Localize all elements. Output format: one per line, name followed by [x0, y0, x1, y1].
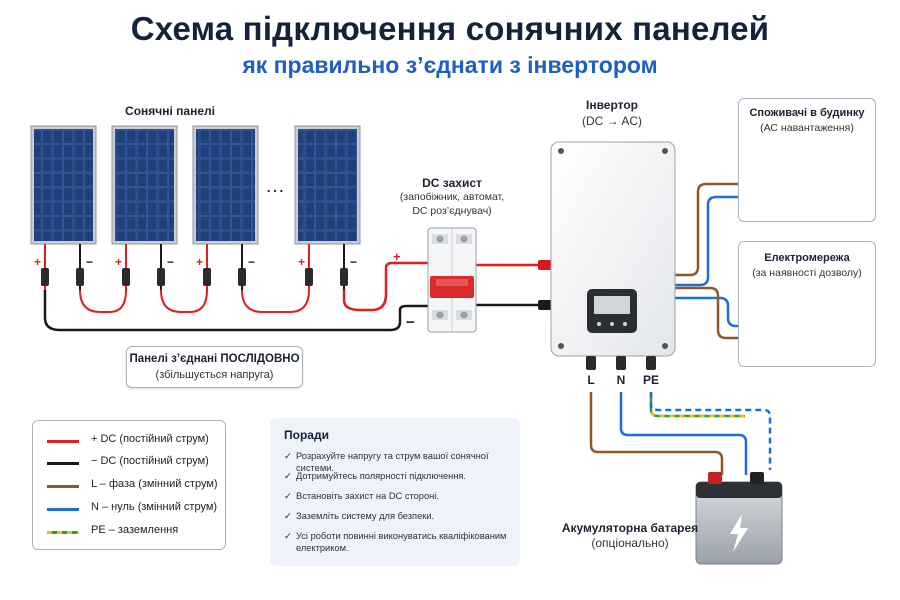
- dc-protection-line2: DC роз’єднувач): [412, 205, 492, 217]
- panel-1-minus: −: [86, 255, 93, 269]
- tip-item: ✓Встановіть захист на DC стороні.: [284, 491, 439, 501]
- legend-label: PE – заземлення: [91, 524, 179, 536]
- solar-panel-2: [111, 125, 178, 245]
- legend-item: N – нуль (змінний струм): [47, 501, 222, 517]
- tips-box: Поради ✓Розрахуйте напругу та струм вашо…: [270, 418, 520, 566]
- panel-4-minus: −: [350, 255, 357, 269]
- solar-panel-3: [192, 125, 259, 245]
- tip-item: ✓Дотримуйтесь полярності підключення.: [284, 471, 467, 481]
- legend-swatch: [47, 485, 79, 488]
- solar-panel-1: [30, 125, 97, 245]
- check-icon: ✓: [284, 531, 292, 541]
- tip-item: ✓Заземліть систему для безпеки.: [284, 511, 435, 521]
- legend-item: − DC (постійний струм): [47, 455, 222, 471]
- dc-input-connectors: [538, 260, 552, 310]
- consumers-title: Споживачі в будинку: [749, 107, 865, 119]
- more-panels-ellipsis: …: [265, 175, 285, 197]
- tips-title: Поради: [284, 428, 329, 442]
- grid-box: Електромережа (за наявності дозволу): [738, 241, 876, 367]
- series-note-line1: Панелі з’єднані ПОСЛІДОВНО: [129, 353, 300, 365]
- legend-swatch: [47, 508, 79, 511]
- inverter: [550, 141, 676, 370]
- dc-protection-title: DC захист: [422, 176, 482, 190]
- terminal-pe: PE: [642, 373, 659, 387]
- legend-label: L – фаза (змінний струм): [91, 478, 218, 490]
- terminal-n: N: [616, 373, 626, 387]
- legend-item: PE – заземлення: [47, 524, 222, 540]
- grid-subtitle: (за наявності дозволу): [752, 267, 862, 279]
- panel-2-minus: −: [167, 255, 174, 269]
- lightning-icon: [730, 514, 748, 552]
- battery: [695, 472, 783, 565]
- check-icon: ✓: [284, 471, 292, 481]
- legend-item: L – фаза (змінний струм): [47, 478, 222, 494]
- inverter-title: Інвертор: [585, 98, 639, 112]
- panels-label: Сонячні панелі: [125, 104, 215, 118]
- consumers-box: Споживачі в будинку (АС навантаження): [738, 98, 876, 222]
- legend-item: + DC (постійний струм): [47, 433, 222, 449]
- legend-label: N – нуль (змінний струм): [91, 501, 218, 513]
- legend-label: − DC (постійний струм): [91, 455, 209, 467]
- battery-subtitle: (опціонально): [591, 536, 669, 550]
- terminal-l: L: [587, 373, 595, 387]
- inverter-subtitle: (DC → AC): [582, 114, 642, 128]
- dc-breaker: [427, 227, 477, 333]
- legend-label: + DC (постійний струм): [91, 433, 209, 445]
- series-note-box: Панелі з’єднані ПОСЛІДОВНО (збільшується…: [126, 346, 303, 388]
- page-title: Схема підключення сонячних панелей: [130, 10, 770, 47]
- panel-3-plus: +: [196, 255, 203, 269]
- panel-1-plus: +: [34, 255, 41, 269]
- tip-item: ✓Усі роботи повинні виконуватись кваліфі…: [284, 531, 507, 553]
- panel-3-minus: −: [248, 255, 255, 269]
- legend-swatch: [47, 462, 79, 465]
- check-icon: ✓: [284, 451, 292, 461]
- tip-item: ✓Розрахуйте напругу та струм вашої соняч…: [284, 451, 489, 473]
- solar-panel-4: [294, 125, 361, 245]
- panel-4-plus: +: [298, 255, 305, 269]
- series-note-line2: (збільшується напруга): [155, 369, 274, 381]
- dc-protection-line1: (запобіжник, автомат,: [399, 191, 505, 203]
- legend-box: + DC (постійний струм) − DC (постійний с…: [32, 420, 226, 550]
- grid-title: Електромережа: [764, 252, 850, 264]
- legend-swatch: [47, 531, 79, 534]
- legend-swatch: [47, 440, 79, 443]
- battery-title: Акумуляторна батарея: [561, 521, 699, 535]
- check-icon: ✓: [284, 511, 292, 521]
- mc4-connectors: [41, 268, 348, 286]
- check-icon: ✓: [284, 491, 292, 501]
- dc-minus-sign: −: [406, 314, 415, 331]
- dc-plus-sign: +: [393, 249, 401, 264]
- consumers-subtitle: (АС навантаження): [760, 122, 854, 134]
- panel-2-plus: +: [115, 255, 122, 269]
- page-subtitle: як правильно з’єднати з інвертором: [242, 52, 658, 78]
